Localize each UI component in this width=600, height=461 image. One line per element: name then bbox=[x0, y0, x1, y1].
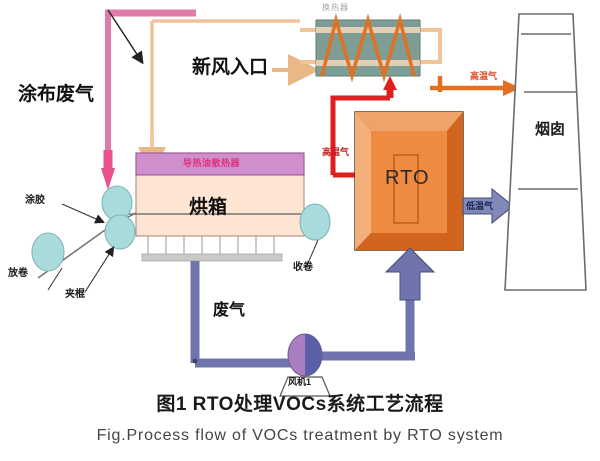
leader-lines bbox=[47, 203, 319, 293]
label-hot-gas-to-stack: 高温气 bbox=[470, 71, 498, 81]
figure-caption-cn: 图1 RTO处理VOCs系统工艺流程 bbox=[156, 394, 444, 415]
pointer-arrow-coating-duct bbox=[107, 9, 144, 65]
hot-gas-line-to-stack bbox=[430, 76, 521, 96]
label-heat-exchanger: 换热器 bbox=[322, 3, 349, 12]
roller-rewind bbox=[299, 203, 331, 241]
label-rewind: 收卷 bbox=[293, 262, 313, 273]
label-waste-gas: 废气 bbox=[213, 302, 246, 319]
roller-unwind bbox=[31, 232, 65, 272]
oven-unit bbox=[135, 152, 305, 262]
label-coating-exhaust: 涂布废气 bbox=[18, 84, 95, 105]
roller-nip-lower bbox=[104, 214, 136, 250]
label-nip-roller: 夹棍 bbox=[65, 289, 85, 300]
fan-unit bbox=[279, 333, 331, 397]
label-fan: 风机1 bbox=[288, 377, 312, 387]
waste-gas-duct bbox=[190, 247, 436, 368]
label-hot-gas-to-exchanger: 高温气 bbox=[322, 147, 350, 157]
label-rto: RTO bbox=[385, 167, 430, 189]
hot-gas-line-to-exchanger bbox=[330, 76, 397, 178]
figure-caption-en: Fig.Process flow of VOCs treatment by RT… bbox=[96, 427, 504, 444]
label-fresh-air-inlet: 新风入口 bbox=[192, 57, 269, 78]
coating-exhaust-duct bbox=[101, 9, 196, 190]
label-stack: 烟囱 bbox=[535, 121, 566, 138]
chimney-stack bbox=[504, 13, 587, 291]
cold-gas-arrow-to-stack bbox=[462, 187, 514, 225]
label-glue-coating: 涂胶 bbox=[25, 195, 45, 206]
rto-unit bbox=[354, 111, 464, 251]
fresh-air-duct bbox=[138, 19, 442, 175]
oven-exhaust-plenum bbox=[141, 236, 283, 262]
label-oven: 烘箱 bbox=[189, 197, 228, 218]
label-cold-gas-to-stack: 低温气 bbox=[466, 201, 494, 211]
label-unwind: 放卷 bbox=[8, 268, 28, 279]
heat-exchanger bbox=[315, 13, 421, 83]
label-thermal-oil-radiator: 导热油散热器 bbox=[183, 158, 241, 168]
